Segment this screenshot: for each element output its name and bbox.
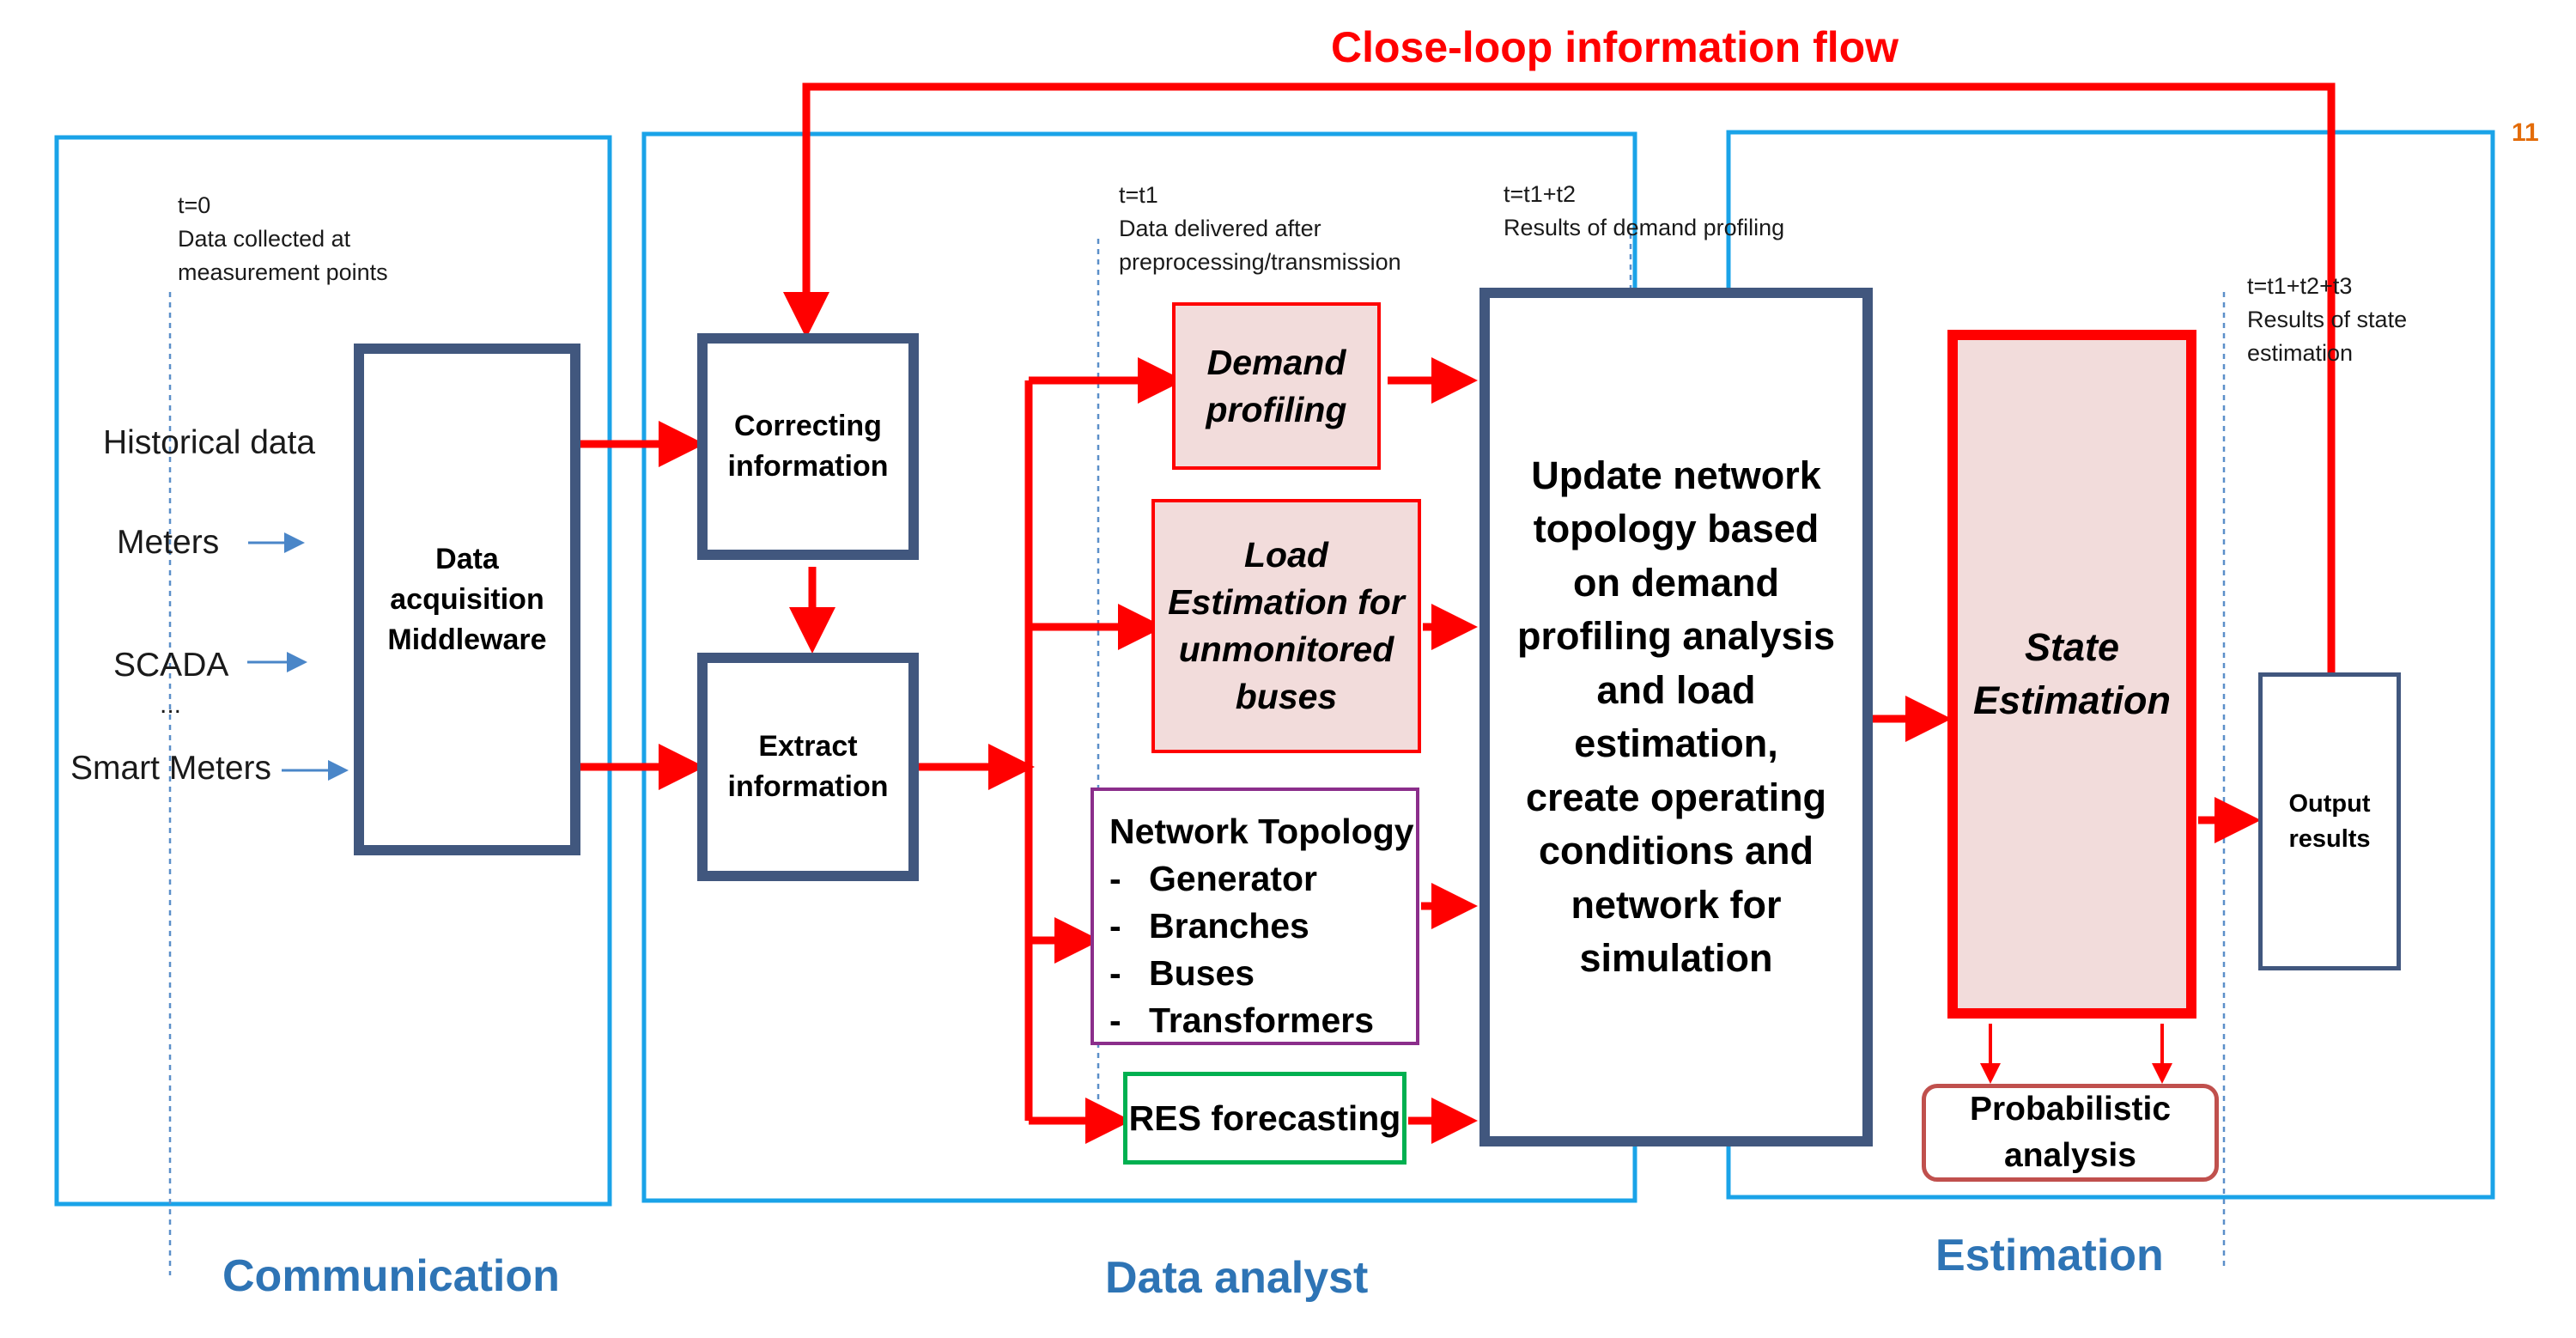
block-label: Update network	[1531, 453, 1821, 497]
block-label: profiling analysis	[1516, 614, 1836, 658]
res-forecasting-block: RES forecasting	[1123, 1072, 1406, 1165]
block-label: information	[727, 450, 889, 483]
block-label: Middleware	[387, 623, 547, 656]
network-topology-block: Network Topology -Generator -Branches -B…	[1091, 788, 1419, 1045]
block-label: buses	[1235, 677, 1338, 716]
timestamp-time: t=t1+t2	[1504, 181, 1577, 207]
output-results-block: Output results	[2258, 672, 2401, 970]
topology-item: -Transformers	[1109, 997, 1416, 1044]
block-label: on demand	[1572, 560, 1779, 605]
block-label: network for	[1571, 882, 1782, 927]
block-label: information	[727, 770, 889, 803]
extract-information-block: Extract information	[697, 653, 919, 881]
load-estimation-block: Load Estimation for unmonitored buses	[1151, 499, 1421, 753]
network-topology-title: Network Topology	[1109, 812, 1414, 851]
block-label: analysis	[2004, 1137, 2136, 1174]
middleware-block: Data acquisition Middleware	[354, 344, 580, 855]
page-number: 11	[2512, 119, 2539, 147]
block-label: Demand	[1206, 342, 1346, 382]
topology-item-label: Generator	[1149, 859, 1317, 898]
timestamp-desc: preprocessing/transmission	[1119, 249, 1401, 275]
block-label: acquisition	[390, 582, 544, 616]
input-historical-data: Historical data	[103, 424, 316, 461]
topology-item-label: Transformers	[1149, 1000, 1375, 1040]
block-label: conditions and	[1539, 829, 1814, 873]
topology-item-label: Branches	[1149, 906, 1309, 946]
block-label: State	[2024, 625, 2120, 669]
section-label-data-analyst: Data analyst	[1105, 1253, 1369, 1303]
timestamp-time: t=t1+t2+t3	[2247, 273, 2353, 299]
block-label: Estimation for	[1168, 582, 1405, 622]
block-label: create operating	[1525, 775, 1827, 819]
topology-item-label: Buses	[1149, 953, 1255, 993]
block-label: Output	[2288, 789, 2371, 818]
timestamp-t0: t=0 Data collected at measurement points	[178, 189, 388, 289]
timestamp-t2: t=t1+t2 Results of demand profiling	[1504, 178, 1784, 245]
close-loop-arrow	[783, 82, 2336, 678]
timestamp-desc: measurement points	[178, 259, 388, 285]
communication-frame	[54, 135, 612, 1207]
timestamp-desc: Data collected at	[178, 226, 351, 252]
block-label: Extract	[758, 730, 858, 763]
demand-profiling-block: Demand profiling	[1172, 302, 1381, 470]
block-label: profiling	[1206, 389, 1347, 429]
input-smart-meters: Smart Meters	[70, 750, 272, 787]
timestamp-t1: t=t1 Data delivered after preprocessing/…	[1119, 179, 1401, 279]
block-label: Correcting	[734, 410, 882, 442]
state-estimation-block: State Estimation	[1947, 330, 2196, 1019]
block-label: simulation	[1579, 936, 1773, 980]
timestamp-desc: estimation	[2247, 340, 2354, 366]
timestamp-desc: Data delivered after	[1119, 216, 1321, 241]
update-network-block: Update network topology based on demand …	[1479, 288, 1873, 1146]
section-label-estimation: Estimation	[1935, 1231, 2164, 1280]
close-loop-title: Close-loop information flow	[1331, 23, 1899, 71]
section-label-communication: Communication	[222, 1251, 560, 1301]
timestamp-desc: Results of demand profiling	[1504, 215, 1785, 240]
block-label: Estimation	[1972, 678, 2172, 722]
block-label: results	[2288, 824, 2371, 853]
timestamp-desc: Results of state	[2247, 307, 2408, 332]
input-scada: SCADA	[113, 647, 229, 684]
timestamp-time: t=0	[178, 192, 211, 218]
block-label: Data	[435, 542, 499, 575]
block-label: topology based	[1533, 507, 1820, 550]
block-label: estimation,	[1574, 721, 1778, 765]
correcting-information-block: Correcting information	[697, 333, 919, 560]
probabilistic-analysis-block: Probabilistic analysis	[1922, 1084, 2219, 1182]
timestamp-t3: t=t1+t2+t3 Results of state estimation	[2247, 270, 2407, 370]
topology-item: -Buses	[1109, 950, 1416, 997]
block-label: Load	[1244, 535, 1328, 575]
topology-item: -Generator	[1109, 855, 1416, 903]
block-label: unmonitored	[1178, 629, 1394, 669]
input-ellipsis: ...	[160, 690, 182, 719]
topology-item: -Branches	[1109, 903, 1416, 950]
block-label: and load	[1596, 667, 1756, 712]
input-meters: Meters	[117, 524, 220, 561]
block-label: Probabilistic	[1969, 1091, 2172, 1128]
timestamp-time: t=t1	[1119, 182, 1158, 208]
